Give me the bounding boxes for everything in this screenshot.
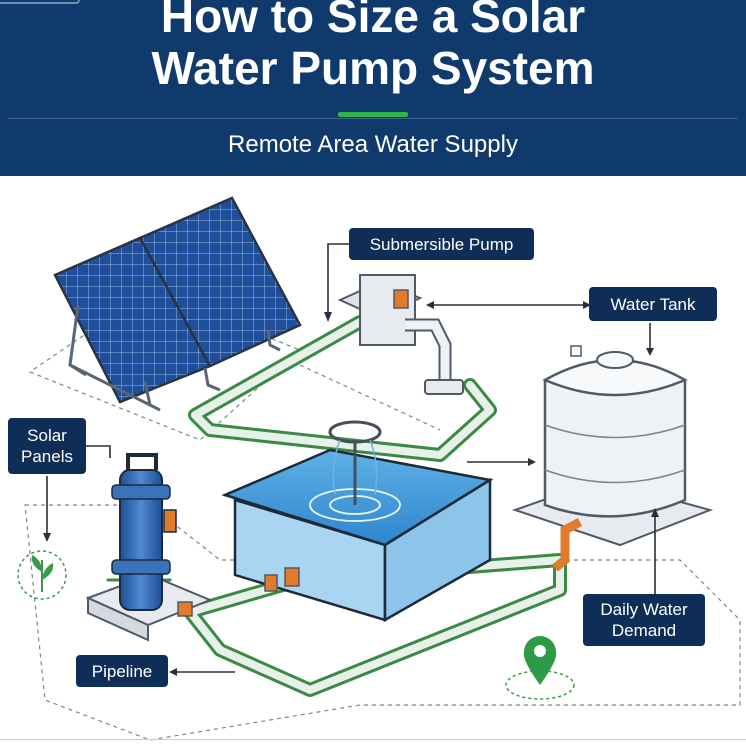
submersible-pump <box>85 453 213 642</box>
ground-outline <box>24 289 741 741</box>
accent-bar <box>338 112 408 117</box>
header-divider <box>8 118 738 119</box>
page-title: How to Size a Solar Water Pump System <box>0 0 746 94</box>
pipe-fittings <box>264 567 300 592</box>
page-subtitle: Remote Area Water Supply <box>228 131 518 158</box>
title-line-2: Water Pump System <box>151 42 595 94</box>
water-tank <box>511 345 714 572</box>
system-diagram <box>17 196 741 741</box>
leaf-icon <box>17 550 67 600</box>
surface-pump <box>337 274 464 395</box>
location-pin-icon <box>505 636 575 700</box>
label-water-tank: Water Tank <box>589 287 717 321</box>
water-reservoir <box>221 420 494 623</box>
solar-panel-array <box>53 196 302 412</box>
label-solar-panels: Solar Panels <box>8 418 86 474</box>
footer-divider <box>0 739 746 740</box>
label-submersible-pump: Submersible Pump <box>349 228 534 260</box>
label-pipeline: Pipeline <box>76 655 168 687</box>
header-banner: How to Size a Solar Water Pump System Re… <box>0 0 746 176</box>
title-line-1: How to Size a Solar <box>160 0 586 42</box>
corner-tab <box>0 0 80 4</box>
label-daily-water-demand: Daily Water Demand <box>583 594 705 646</box>
arrow-heads <box>43 301 659 676</box>
